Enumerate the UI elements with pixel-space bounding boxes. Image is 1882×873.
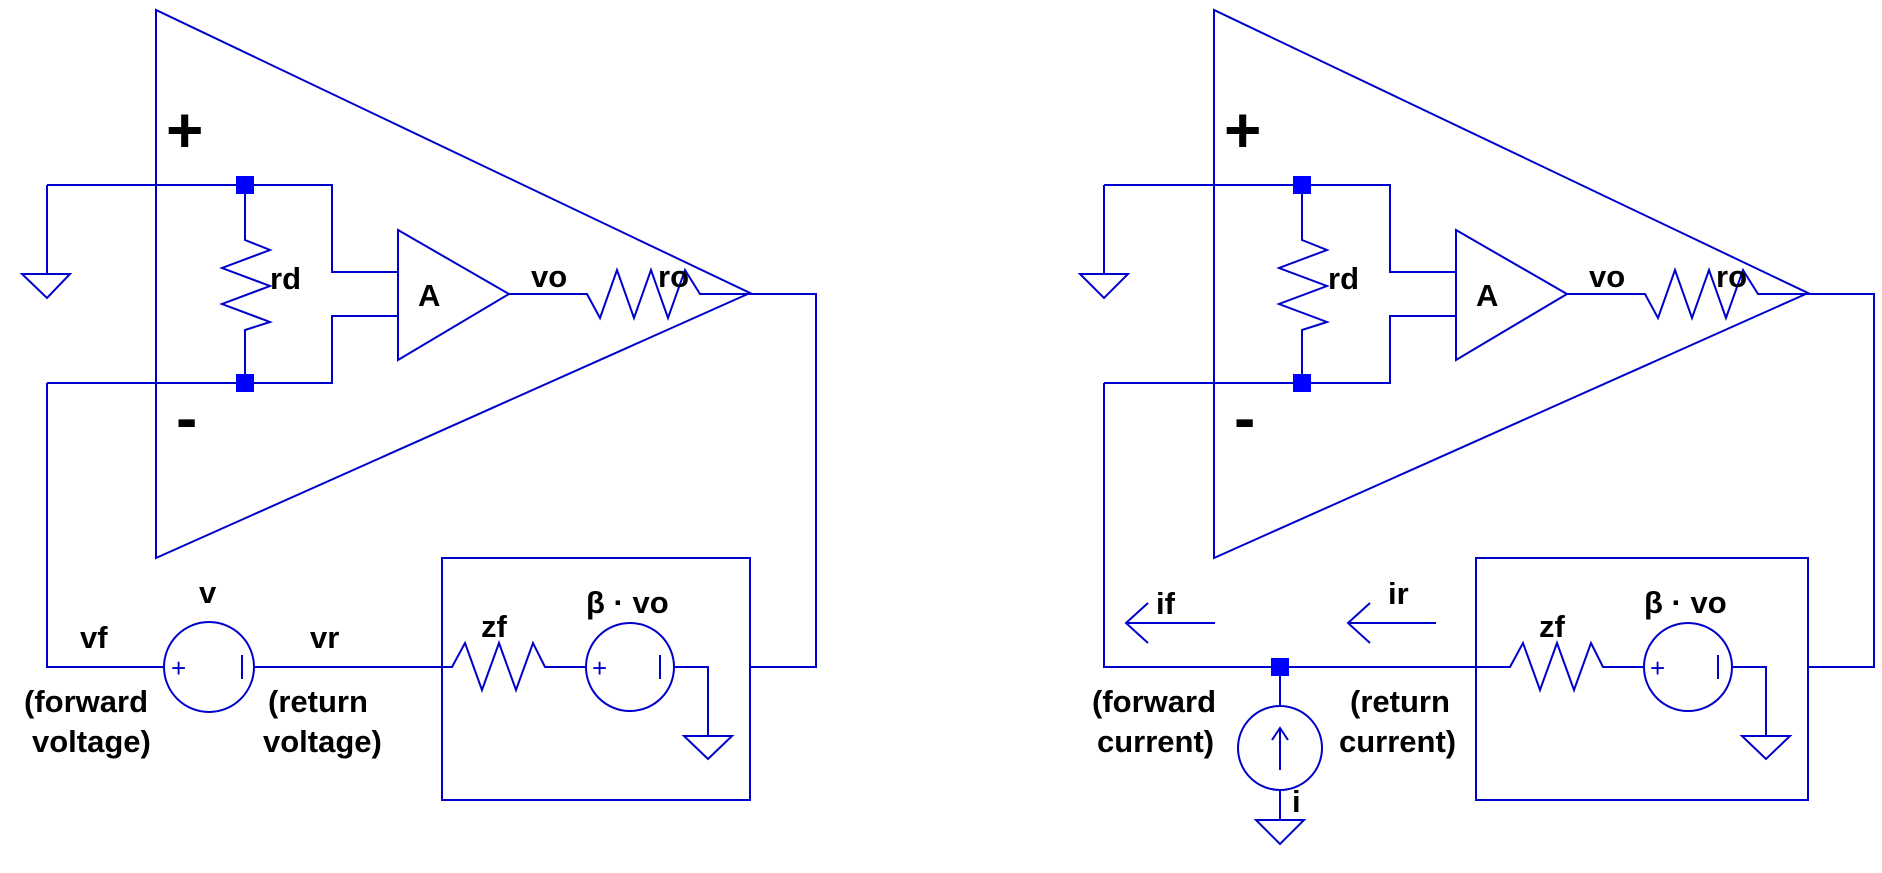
beta-source-label: β · vo [586, 585, 669, 620]
source-v-label: v [199, 575, 217, 610]
plus-sign: + [166, 94, 203, 166]
output-feedback-wire [750, 293, 817, 668]
minus-sign: - [1234, 382, 1255, 454]
current-feedback-circuit: + + - rd A vo ro if ir zf β · vo (forwar… [1077, 8, 1875, 846]
node-plus [1293, 176, 1311, 194]
beta-ground-wire [1732, 666, 1767, 736]
vr-label: vr [310, 620, 339, 655]
if-label: if [1156, 586, 1176, 621]
beta-ground-symbol [1739, 735, 1793, 761]
forward-label-line1: (forward [1092, 684, 1216, 719]
voltage-feedback-circuit: + + + - rd A vo ro v vf vr zf β · vo (fo… [19, 8, 817, 801]
plus-sign: + [1224, 94, 1261, 166]
if-arrow [1124, 602, 1215, 644]
feedback-network-box [1475, 557, 1809, 801]
ground-symbol [1077, 185, 1131, 300]
feedback-network-box [441, 557, 751, 801]
rd-resistor [1276, 185, 1331, 383]
node-minus [1293, 374, 1311, 392]
ro-resistor [1567, 267, 1808, 321]
opamp-outline [155, 8, 753, 560]
vo-label: vo [531, 259, 567, 294]
ro-resistor [509, 267, 750, 321]
gain-block [1455, 228, 1569, 362]
gain-label: A [418, 278, 440, 313]
bottom-wire [1103, 383, 1476, 668]
minus-input-wire [47, 315, 398, 384]
gain-label: A [1476, 278, 1498, 313]
return-label-line1: (return [1350, 684, 1450, 719]
rd-label: rd [1328, 261, 1359, 296]
return-label-line2: current) [1339, 724, 1456, 759]
ir-arrow [1346, 602, 1436, 644]
zf-label: zf [1539, 609, 1566, 644]
beta-ground-wire [674, 666, 709, 736]
beta-plus-glyph: + [1650, 653, 1665, 683]
current-ground-symbol [1253, 819, 1307, 846]
vo-label: vo [1589, 259, 1625, 294]
return-label-line1: (return [268, 684, 368, 719]
beta-source-label: β · vo [1644, 585, 1727, 620]
forward-label-line2: current) [1097, 724, 1214, 759]
beta-plus-glyph: + [592, 653, 607, 683]
node-plus [236, 176, 254, 194]
ground-wire-plus [1104, 184, 1456, 273]
node-bottom [1271, 658, 1289, 676]
ground-symbol [19, 185, 73, 300]
zf-resistor [442, 640, 586, 693]
return-label-line2: voltage) [263, 724, 382, 759]
opamp-outline [1213, 8, 1811, 560]
ro-label: ro [1716, 259, 1747, 294]
zf-resistor [1476, 640, 1644, 693]
node-minus [236, 374, 254, 392]
current-source-arrow [1271, 726, 1289, 770]
ground-wire-plus [47, 184, 398, 273]
gain-block [397, 228, 511, 362]
rd-resistor [219, 185, 274, 383]
rd-label: rd [270, 261, 301, 296]
zf-label: zf [481, 609, 508, 644]
output-feedback-wire [1808, 293, 1875, 668]
ro-label: ro [658, 259, 689, 294]
minus-input-wire [1104, 315, 1456, 384]
beta-ground-symbol [681, 735, 735, 761]
forward-label-line2: voltage) [32, 724, 151, 759]
current-source-label: i [1292, 784, 1301, 819]
minus-sign: - [176, 382, 197, 454]
vf-label: vf [80, 620, 108, 655]
source-plus-glyph: + [171, 653, 186, 683]
ir-label: ir [1388, 576, 1409, 611]
forward-label-line1: (forward [24, 684, 148, 719]
forward-wire [46, 383, 164, 668]
voltage-source-v [163, 621, 255, 713]
